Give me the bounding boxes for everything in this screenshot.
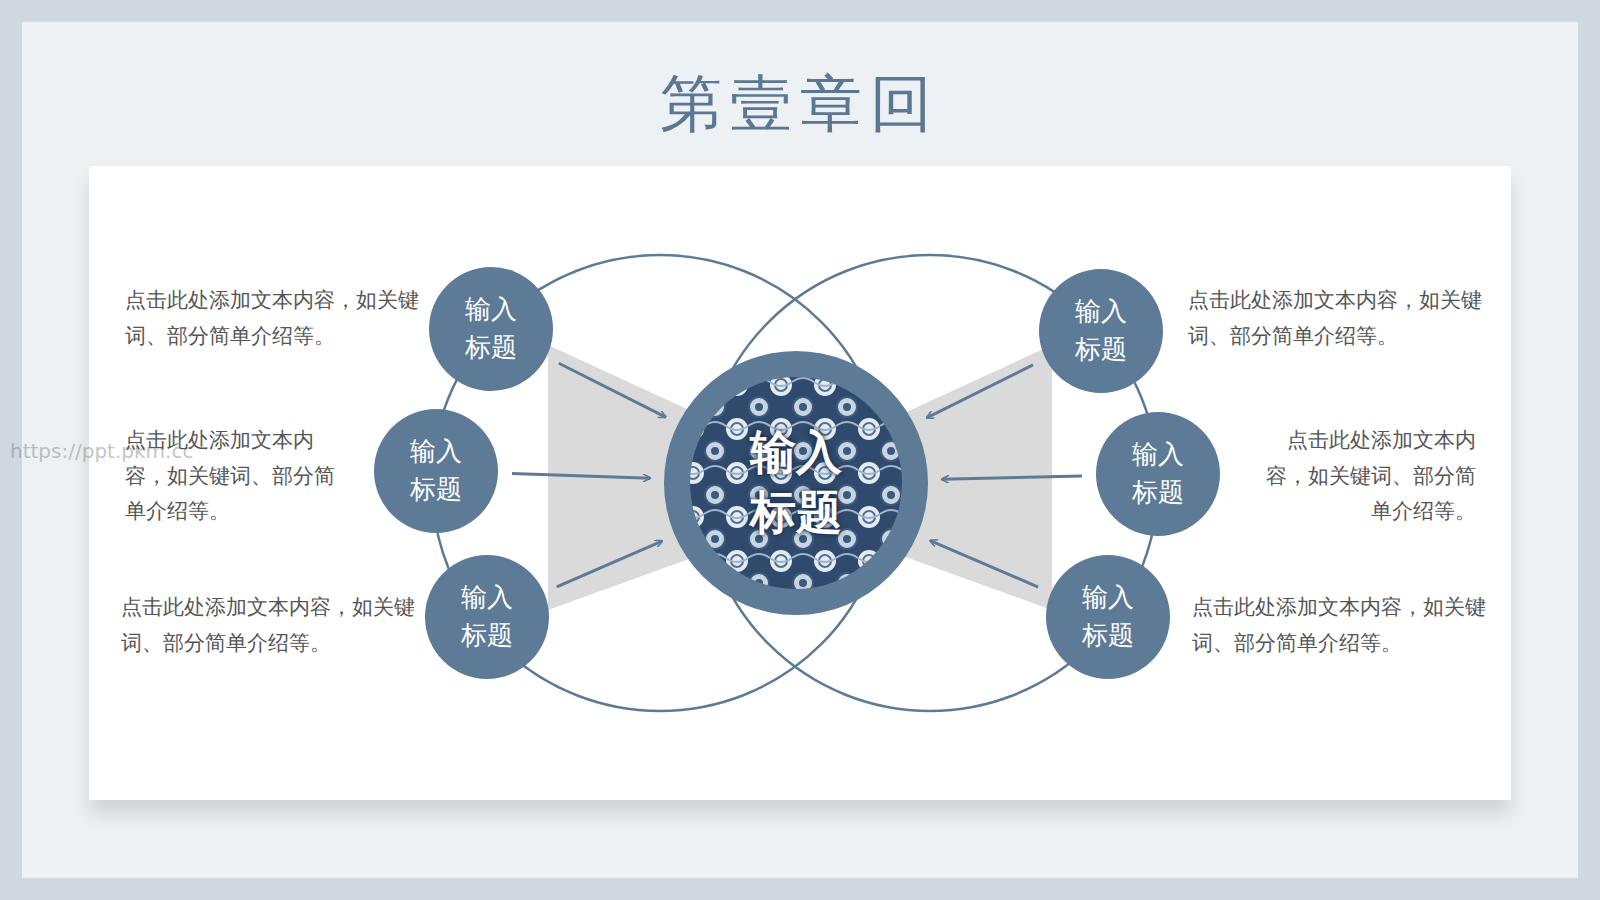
- description-text: 点击此处添加文本内容，如关键词、部分简单介绍等。: [121, 590, 416, 661]
- arrow-connector: [927, 365, 1033, 418]
- center-circle: 输入 标题: [664, 351, 928, 615]
- title-circle: 输入 标题: [374, 409, 498, 533]
- circle-title: 输入 标题: [453, 579, 521, 654]
- description-text: 点击此处添加文本内容，如关键词、部分简单介绍等。: [125, 423, 345, 530]
- description-text: 点击此处添加文本内容，如关键词、部分简单介绍等。: [1192, 590, 1487, 661]
- title-circle: 输入 标题: [1046, 555, 1170, 679]
- arrow-connector: [930, 541, 1038, 587]
- circle-title: 输入 标题: [1124, 436, 1192, 511]
- pattern-image: [690, 377, 902, 589]
- title-circle: 输入 标题: [429, 267, 553, 391]
- description-text: 点击此处添加文本内容，如关键词、部分简单介绍等。: [1188, 283, 1483, 354]
- circle-title: 输入 标题: [739, 423, 854, 543]
- arrow-connector: [559, 363, 666, 417]
- slide-title: 第壹章回: [0, 62, 1600, 146]
- center-ring: [664, 351, 928, 615]
- circle-title: 输入 标题: [1067, 293, 1135, 368]
- circle-title: 输入 标题: [402, 433, 470, 508]
- description-text: 点击此处添加文本内容，如关键词、部分简单介绍等。: [125, 283, 420, 354]
- circle-title: 输入 标题: [1074, 579, 1142, 654]
- arrow-connector: [942, 476, 1082, 479]
- circle-title: 输入 标题: [457, 291, 525, 366]
- arrow-connector: [557, 541, 662, 587]
- title-circle: 输入 标题: [1096, 412, 1220, 536]
- title-circle: 输入 标题: [1039, 269, 1163, 393]
- title-circle: 输入 标题: [425, 555, 549, 679]
- arrow-connector: [512, 474, 650, 479]
- description-text: 点击此处添加文本内容，如关键词、部分简单介绍等。: [1258, 423, 1476, 530]
